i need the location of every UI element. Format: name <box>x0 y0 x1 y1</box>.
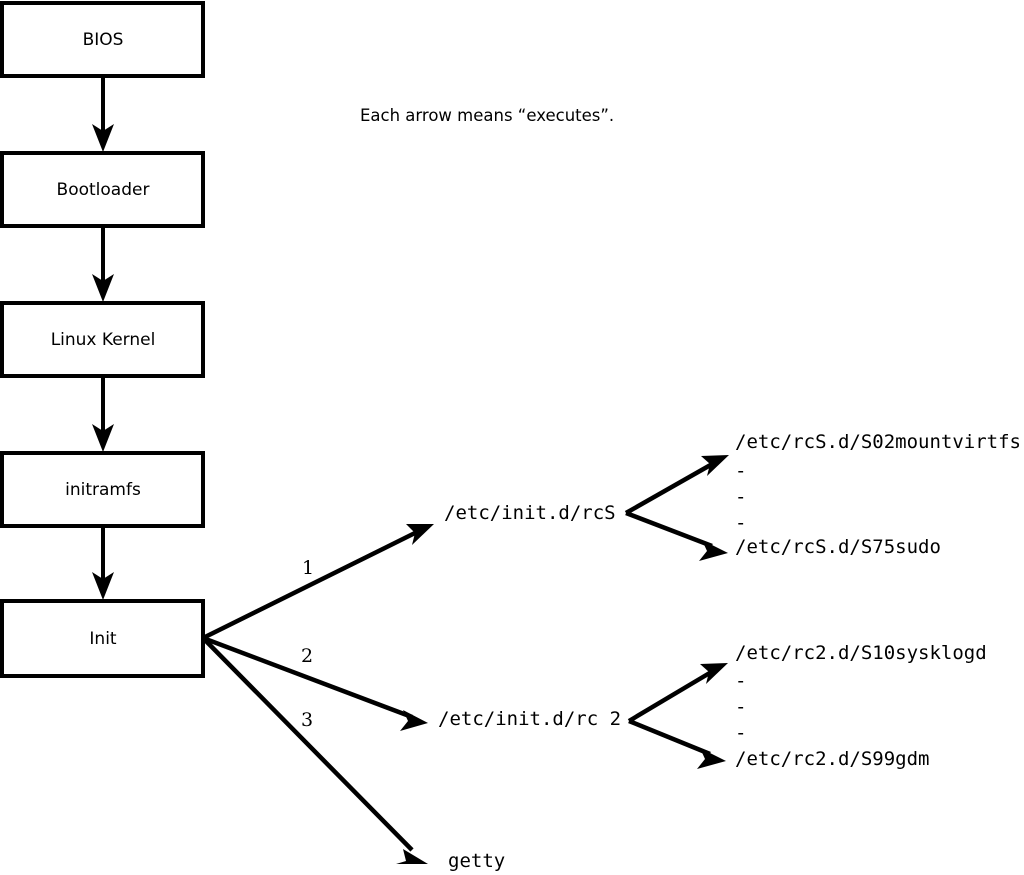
process-box-linux-kernel[interactable]: Linux Kernel <box>0 301 205 378</box>
rc2-top-arrow <box>627 663 728 723</box>
legend-note: Each arrow means “executes”. <box>360 106 614 125</box>
chain-arrow-initramfs-to-init <box>92 526 114 600</box>
arrow-head-icon <box>701 455 729 476</box>
box-label-init: Init <box>89 629 117 649</box>
rcs-ellipsis-dash: - <box>735 460 746 482</box>
branch-number-3: 3 <box>301 709 313 731</box>
process-box-init[interactable]: Init <box>0 599 205 678</box>
branch-number-2: 2 <box>301 645 313 667</box>
rcs-bottom-arrow <box>625 510 728 561</box>
branch-line <box>624 461 716 515</box>
branch-line <box>625 510 713 549</box>
arrow-head-icon <box>697 748 726 769</box>
arrow-head-icon <box>700 663 728 684</box>
rcs-ellipsis-dash: - <box>735 512 746 534</box>
branch-label-rc2[interactable]: /etc/init.d/rc 2 <box>438 708 621 730</box>
arrow-head-icon <box>92 424 114 452</box>
group-rcs-scripts: /etc/rcS.d/S02mountvirtfs - - - /etc/rcS… <box>624 431 1021 561</box>
box-outline-initramfs <box>0 451 205 528</box>
arrow-head-icon <box>699 540 728 561</box>
arrow-head-icon <box>92 124 114 152</box>
branch-line <box>202 635 413 720</box>
chain-arrow-bios-to-bootloader <box>92 76 114 152</box>
rc2-ellipsis-dash: - <box>735 722 746 744</box>
branch-label-getty[interactable]: getty <box>448 850 505 872</box>
branch-arrow-2-rc2 <box>202 635 428 731</box>
rc2-ellipsis-dash: - <box>735 670 746 692</box>
process-box-bootloader[interactable]: Bootloader <box>0 151 205 228</box>
chain-arrow-bootloader-to-kernel <box>92 226 114 302</box>
rcs-ellipsis-dash: - <box>735 486 746 508</box>
box-label-bootloader: Bootloader <box>57 180 150 200</box>
rcs-script-last-label[interactable]: /etc/rcS.d/S75sudo <box>735 536 941 558</box>
box-outline-init <box>0 599 205 678</box>
arrow-head-icon <box>92 274 114 302</box>
process-box-initramfs[interactable]: initramfs <box>0 451 205 528</box>
arrow-head-icon <box>400 710 428 731</box>
box-label-bios: BIOS <box>83 30 124 50</box>
rcs-script-first-label[interactable]: /etc/rcS.d/S02mountvirtfs <box>735 431 1021 453</box>
box-label-linux-kernel: Linux Kernel <box>51 330 156 350</box>
arrow-head-icon <box>92 572 114 600</box>
arrow-head-icon <box>396 849 428 864</box>
chain-arrow-kernel-to-initramfs <box>92 376 114 452</box>
rc2-bottom-arrow <box>628 718 726 769</box>
branch-line <box>201 636 414 852</box>
branch-arrow-3-getty <box>201 636 428 864</box>
rcs-top-arrow <box>624 455 729 515</box>
arrow-head-icon <box>406 524 434 545</box>
branch-line <box>628 718 711 757</box>
process-box-bios[interactable]: BIOS <box>0 1 205 78</box>
box-outline-bios <box>0 1 205 78</box>
branch-line <box>627 669 715 723</box>
branch-line <box>202 528 420 641</box>
branch-label-rcs[interactable]: /etc/init.d/rcS <box>444 502 616 524</box>
group-rc2-scripts: /etc/rc2.d/S10sysklogd - - - /etc/rc2.d/… <box>627 642 987 770</box>
rc2-ellipsis-dash: - <box>735 696 746 718</box>
rc2-script-first-label[interactable]: /etc/rc2.d/S10sysklogd <box>735 642 987 664</box>
branch-arrow-1-rcs <box>202 524 434 641</box>
rc2-script-last-label[interactable]: /etc/rc2.d/S99gdm <box>735 748 929 770</box>
box-label-initramfs: initramfs <box>65 480 141 500</box>
branch-number-1: 1 <box>302 557 314 579</box>
